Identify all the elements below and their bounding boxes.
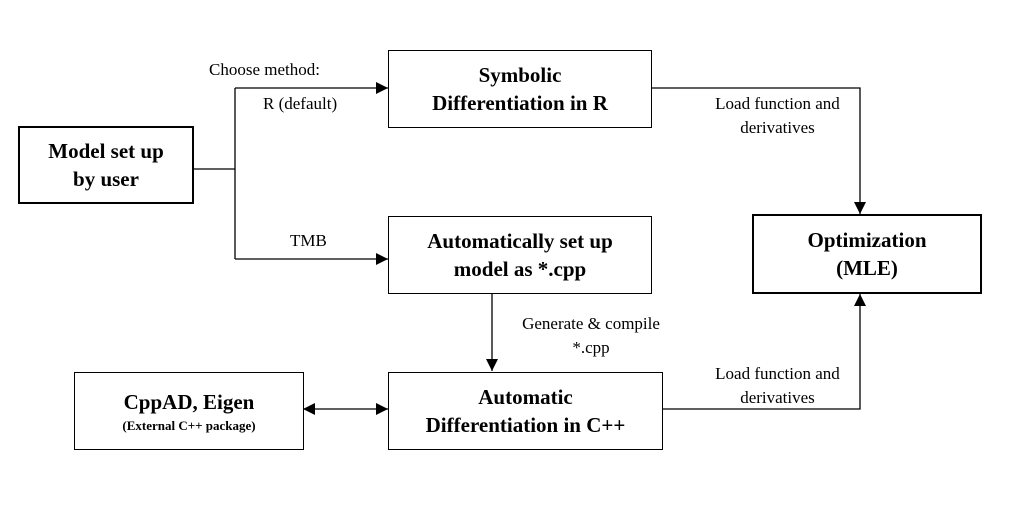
symbolic-differentiation-box: Symbolic Differentiation in R <box>388 50 652 128</box>
generate-line2: *.cpp <box>572 338 610 357</box>
generate-compile-label: Generate & compile *.cpp <box>496 312 686 360</box>
choose-method-label: Choose method: <box>209 60 320 79</box>
autodiff-line2: Differentiation in C++ <box>425 413 626 437</box>
symbolic-line2: Differentiation in R <box>432 91 608 115</box>
auto-setup-line1: Automatically set up <box>427 229 613 253</box>
automatic-differentiation-box: Automatic Differentiation in C++ <box>388 372 663 450</box>
cppad-subtitle: (External C++ package) <box>122 418 256 433</box>
optimization-line2: (MLE) <box>836 256 898 280</box>
load-top-line2: derivatives <box>740 118 815 137</box>
cppad-eigen-box: CppAD, Eigen (External C++ package) <box>74 372 304 450</box>
auto-setup-cpp-box: Automatically set up model as *.cpp <box>388 216 652 294</box>
generate-line1: Generate & compile <box>522 314 660 333</box>
symbolic-line1: Symbolic <box>478 63 562 87</box>
r-default-label: R (default) <box>263 94 338 113</box>
autodiff-line1: Automatic <box>478 385 573 409</box>
model-setup-box: Model set up by user <box>18 126 194 204</box>
load-top-line1: Load function and <box>715 94 840 113</box>
model-setup-line1: Model set up <box>48 139 164 163</box>
load-function-top-label: Load function and derivatives <box>680 92 875 140</box>
optimization-line1: Optimization <box>807 228 927 252</box>
arrow-autodiff-to-optimization <box>662 294 866 410</box>
tmb-label: TMB <box>290 231 327 250</box>
auto-setup-line2: model as *.cpp <box>453 257 587 281</box>
model-setup-line2: by user <box>73 167 139 191</box>
load-function-bottom-label: Load function and derivatives <box>680 362 875 410</box>
load-bottom-line2: derivatives <box>740 388 815 407</box>
load-bottom-line1: Load function and <box>715 364 840 383</box>
cppad-title: CppAD, Eigen <box>123 390 255 414</box>
optimization-box: Optimization (MLE) <box>752 214 982 294</box>
arrow-symbolic-to-optimization <box>651 87 866 214</box>
